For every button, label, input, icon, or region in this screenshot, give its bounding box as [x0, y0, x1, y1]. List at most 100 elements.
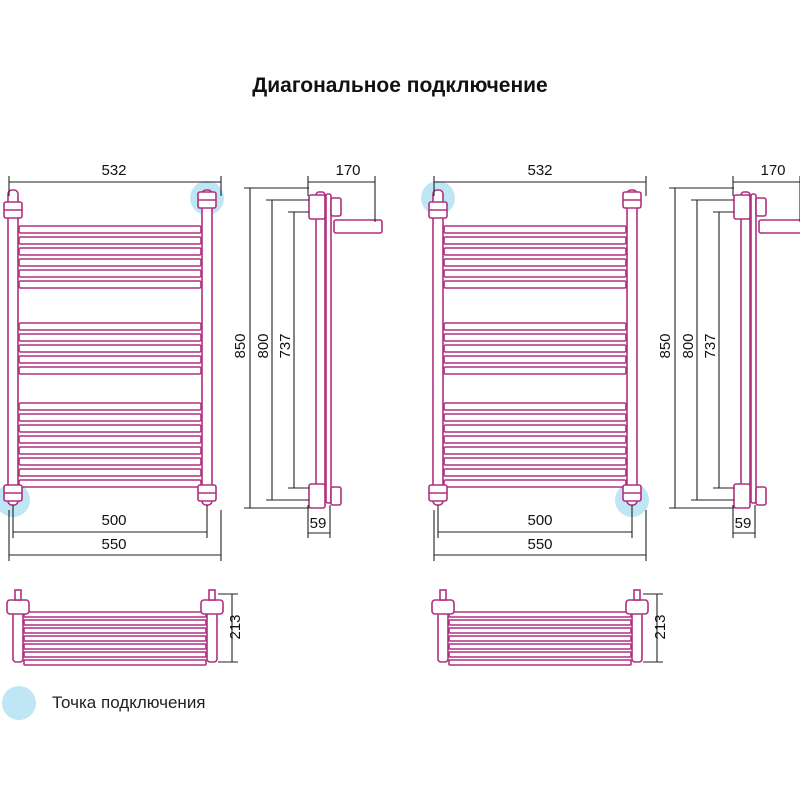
- dim-label-height-total-1: 850: [232, 333, 249, 358]
- dim-label-offset-2: 59: [735, 515, 752, 532]
- rail-bar: [18, 322, 202, 331]
- top-view-bar: [23, 635, 207, 642]
- rail-bar: [443, 446, 627, 455]
- rail-bar: [18, 269, 202, 278]
- side-riser-inner: [750, 193, 757, 504]
- top-view-bar: [448, 611, 632, 618]
- side-fitting: [733, 194, 751, 220]
- wall-pipe: [333, 219, 383, 234]
- side-fitting: [308, 194, 326, 220]
- side-fitting: [733, 483, 751, 509]
- rail-bar: [18, 333, 202, 342]
- rail-bar: [443, 413, 627, 422]
- rail-bar: [18, 236, 202, 245]
- top-view-fitting: [431, 599, 455, 615]
- rail-bar: [18, 247, 202, 256]
- rail-bar: [18, 402, 202, 411]
- top-view-bar: [448, 651, 632, 658]
- rail-bar: [18, 435, 202, 444]
- towel-rail-shapes: [3, 189, 800, 666]
- dim-label-top-depth-2: 213: [652, 614, 669, 639]
- rail-bar: [18, 424, 202, 433]
- side-valve: [330, 197, 342, 217]
- side-valve: [330, 486, 342, 506]
- rail-bar: [443, 247, 627, 256]
- top-view-stem: [633, 589, 641, 601]
- top-view-bar: [23, 619, 207, 626]
- rail-bar: [443, 468, 627, 477]
- rail-bar: [443, 424, 627, 433]
- dim-label-height-inner-2: 737: [702, 333, 719, 358]
- top-view-fitting: [6, 599, 30, 615]
- left-riser: [432, 189, 444, 506]
- top-view-bar: [23, 627, 207, 634]
- right-riser: [626, 189, 638, 506]
- rail-bar: [443, 225, 627, 234]
- dimension-lines: [8, 176, 800, 663]
- top-view-bar: [448, 659, 632, 666]
- dim-label-width-inner-1: 500: [101, 512, 126, 529]
- top-view-bar: [448, 635, 632, 642]
- rail-bar: [18, 479, 202, 488]
- rail-bar: [443, 322, 627, 331]
- side-riser-inner: [325, 193, 332, 504]
- connection-point-legend-icon: [2, 686, 36, 720]
- rail-bar: [18, 355, 202, 364]
- top-view-bar: [448, 627, 632, 634]
- dim-label-top-depth-1: 213: [227, 614, 244, 639]
- rail-bar: [443, 355, 627, 364]
- rail-bar: [443, 457, 627, 466]
- top-view-bar: [23, 659, 207, 666]
- top-view-stem: [439, 589, 447, 601]
- left-riser: [7, 189, 19, 506]
- side-riser: [740, 191, 751, 506]
- dim-label-width-top-1: 532: [101, 162, 126, 179]
- rail-bar: [443, 280, 627, 289]
- right-riser: [201, 189, 213, 506]
- rail-bar: [443, 333, 627, 342]
- dim-label-width-inner-2: 500: [527, 512, 552, 529]
- top-view-stem: [208, 589, 216, 601]
- rail-bar: [18, 280, 202, 289]
- rail-bar: [443, 258, 627, 267]
- side-valve: [755, 197, 767, 217]
- rail-bar: [18, 413, 202, 422]
- dim-label-height-inner-1: 737: [277, 333, 294, 358]
- rail-bar: [443, 479, 627, 488]
- side-valve: [755, 486, 767, 506]
- dim-label-depth-1: 170: [335, 162, 360, 179]
- top-view-stem: [14, 589, 22, 601]
- rail-bar: [18, 258, 202, 267]
- top-view-fitting: [200, 599, 224, 615]
- dim-label-width-top-2: 532: [527, 162, 552, 179]
- top-view-bar: [23, 643, 207, 650]
- dim-label-depth-2: 170: [760, 162, 785, 179]
- top-view-bar: [23, 651, 207, 658]
- rail-bar: [18, 344, 202, 353]
- rail-bar: [443, 366, 627, 375]
- dim-label-offset-1: 59: [310, 515, 327, 532]
- rail-bar: [18, 457, 202, 466]
- top-view-fitting: [625, 599, 649, 615]
- rail-bar: [443, 402, 627, 411]
- dim-label-height-mid-2: 800: [680, 333, 697, 358]
- rail-bar: [443, 269, 627, 278]
- page-title: Диагональное подключение: [252, 74, 548, 97]
- side-riser: [315, 191, 326, 506]
- top-view-bar: [448, 619, 632, 626]
- rail-bar: [18, 366, 202, 375]
- dim-label-height-mid-1: 800: [255, 333, 272, 358]
- wall-pipe: [758, 219, 800, 234]
- rail-bar: [18, 225, 202, 234]
- rail-bar: [443, 435, 627, 444]
- connection-point-legend-label: Точка подключения: [52, 693, 206, 712]
- rail-bar: [18, 468, 202, 477]
- side-fitting: [308, 483, 326, 509]
- rail-bar: [18, 446, 202, 455]
- rail-bar: [443, 236, 627, 245]
- dim-label-width-total-1: 550: [101, 536, 126, 553]
- top-view-bar: [448, 643, 632, 650]
- dim-label-height-total-2: 850: [657, 333, 674, 358]
